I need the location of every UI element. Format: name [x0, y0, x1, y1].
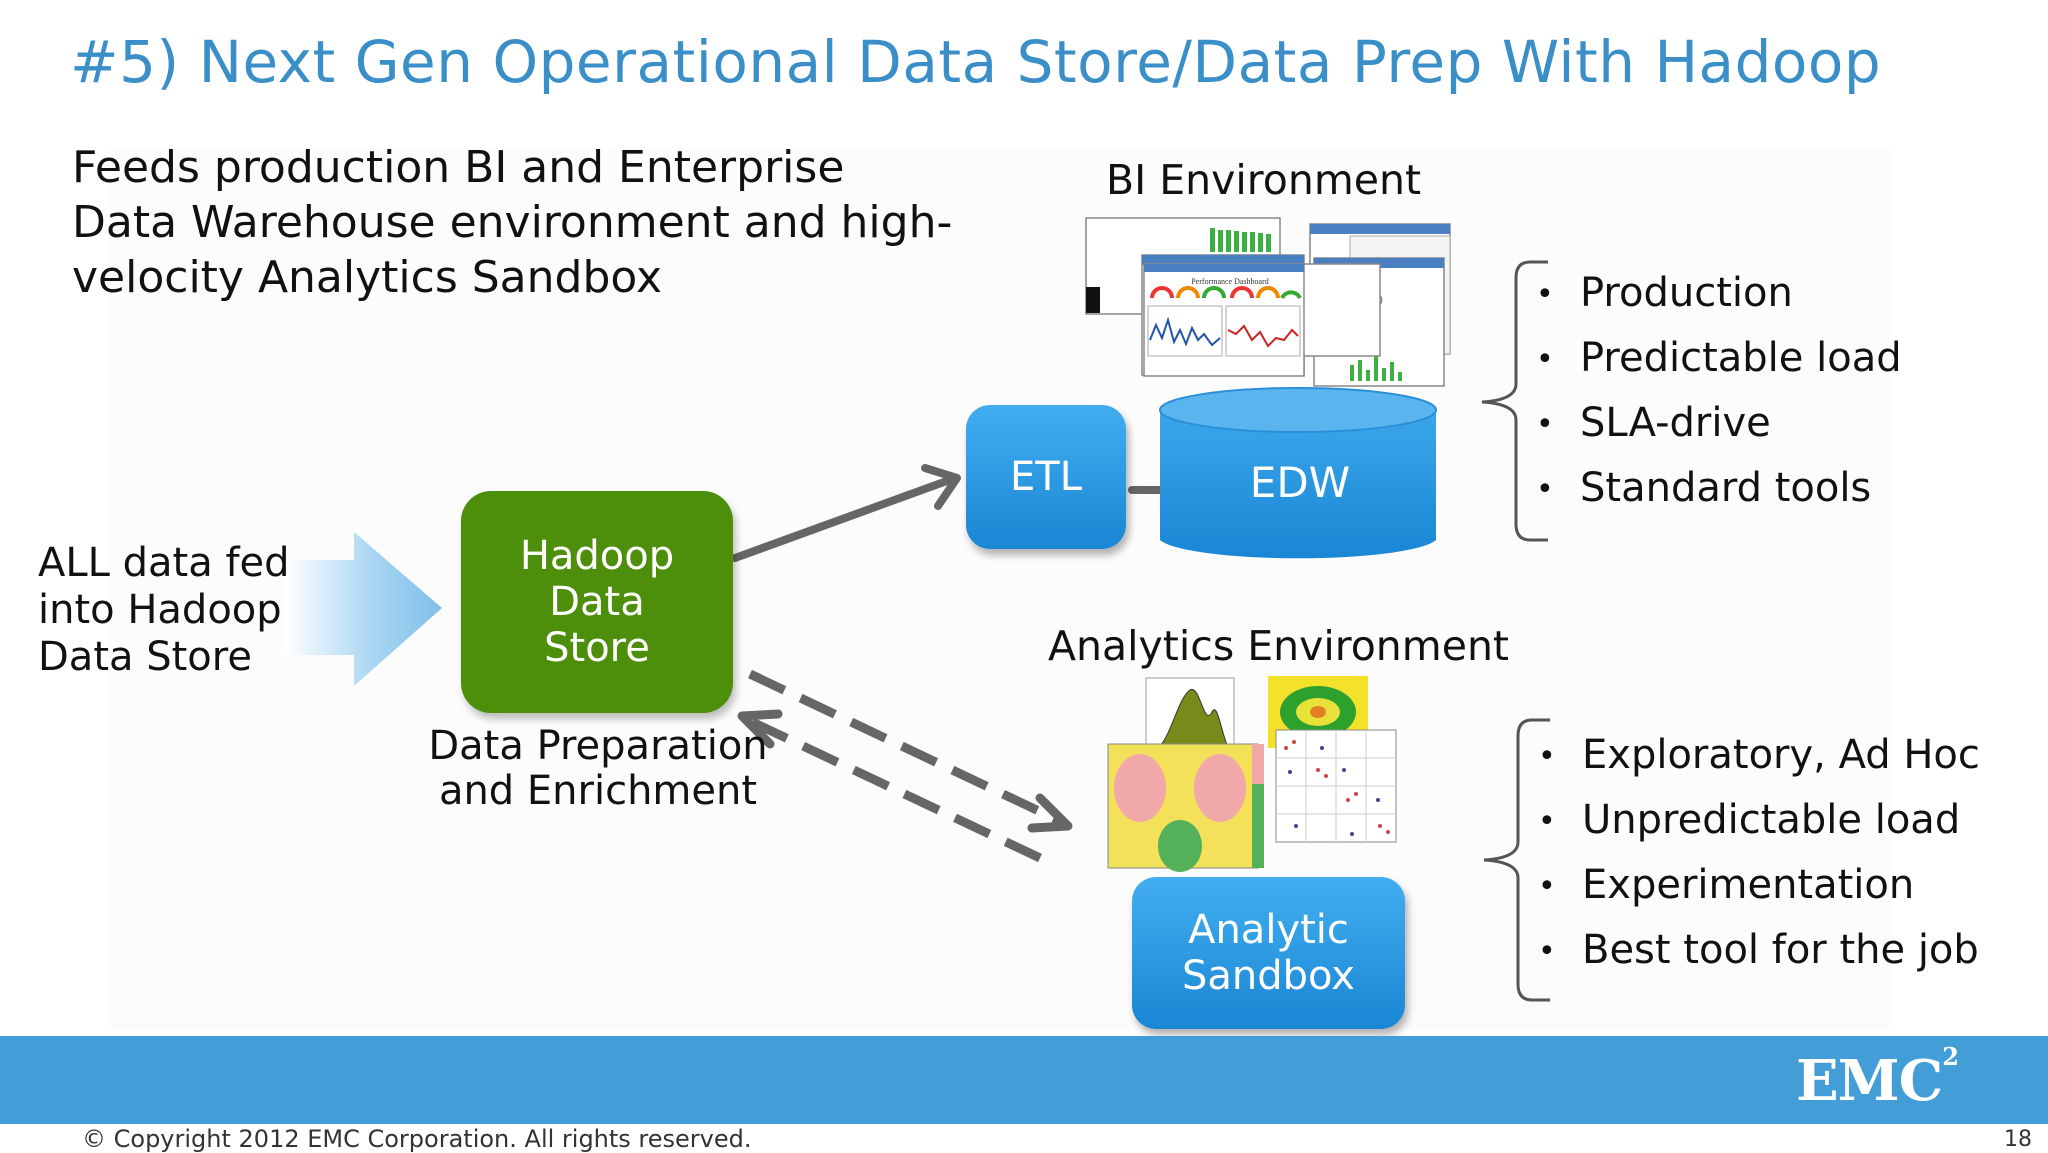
list-item: Production	[1536, 270, 1902, 335]
input-data-label: ALL data fed into Hadoop Data Store	[38, 540, 290, 681]
box-line: Analytic	[1188, 907, 1349, 953]
list-item: SLA-drive	[1536, 400, 1902, 465]
list-item: Experimentation	[1538, 862, 1980, 927]
brace-analytics	[1483, 718, 1550, 1002]
edw-cylinder	[1159, 387, 1437, 559]
edw-label: EDW	[1249, 458, 1351, 507]
arrow-sandbox-to-hadoop	[737, 709, 1042, 863]
input-arrow	[285, 532, 442, 686]
intro-line: Feeds production BI and Enterprise	[72, 142, 845, 193]
label-line: Data Preparation	[428, 723, 768, 769]
box-line: Data	[549, 579, 645, 625]
box-line: Sandbox	[1182, 953, 1355, 999]
arrow-hadoop-to-etl	[731, 464, 961, 562]
label-line: Data Store	[38, 634, 252, 680]
emc-logo: EMC2	[1796, 1042, 1959, 1114]
page-number: 18	[2004, 1127, 2032, 1152]
label-line: ALL data fed	[38, 540, 290, 586]
copyright-text: © Copyright 2012 EMC Corporation. All ri…	[82, 1125, 752, 1153]
etl-box: ETL	[966, 405, 1126, 549]
intro-line: velocity Analytics Sandbox	[72, 252, 662, 303]
bi-characteristics-list: Production Predictable load SLA-drive St…	[1536, 270, 1902, 530]
etl-label: ETL	[1010, 454, 1082, 500]
list-item: Unpredictable load	[1538, 797, 1980, 862]
label-line: and Enrichment	[438, 768, 758, 814]
box-line: Store	[544, 625, 650, 671]
intro-text: Feeds production BI and Enterprise Data …	[72, 140, 952, 305]
list-item: Predictable load	[1536, 335, 1902, 400]
list-item: Standard tools	[1536, 465, 1902, 530]
analytic-sandbox-box: Analytic Sandbox	[1132, 877, 1405, 1029]
intro-line: Data Warehouse environment and high-	[72, 197, 953, 248]
analytics-environment-label: Analytics Environment	[1048, 622, 1510, 670]
logo-superscript: 2	[1942, 1042, 1959, 1071]
logo-text: EMC	[1796, 1048, 1943, 1114]
footer-bar	[0, 1036, 2048, 1124]
brace-bi	[1481, 260, 1548, 542]
hadoop-data-store-box: Hadoop Data Store	[461, 491, 733, 713]
box-line: Hadoop	[519, 533, 675, 579]
list-item: Exploratory, Ad Hoc	[1538, 732, 1980, 797]
list-item: Best tool for the job	[1538, 927, 1980, 992]
data-prep-label: Data Preparation and Enrichment	[420, 724, 776, 814]
analytics-chart-thumbnails	[1107, 676, 1397, 872]
bi-environment-label: BI Environment	[1106, 156, 1422, 204]
bi-dashboard-thumbnails: Performance Dashboard	[1085, 217, 1451, 387]
slide-title: #5) Next Gen Operational Data Store/Data…	[70, 28, 1882, 96]
svg-text:Performance Dashboard: Performance Dashboard	[1191, 277, 1269, 286]
arrow-hadoop-to-sandbox	[748, 669, 1073, 833]
label-line: into Hadoop	[38, 587, 282, 633]
analytics-characteristics-list: Exploratory, Ad Hoc Unpredictable load E…	[1538, 732, 1980, 992]
